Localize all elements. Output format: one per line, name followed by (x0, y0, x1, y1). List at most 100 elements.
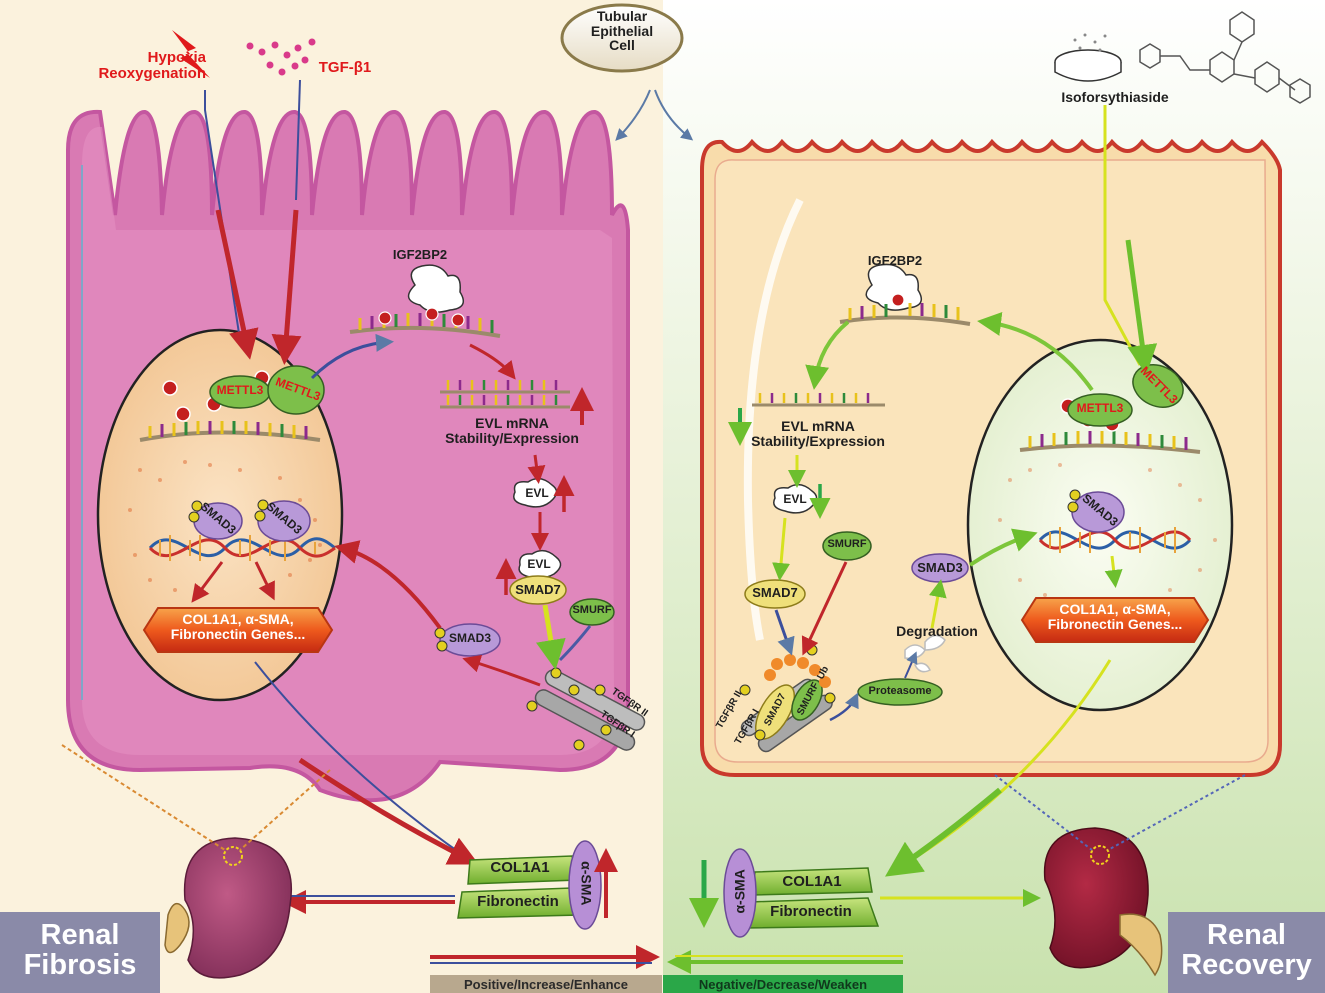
left-genes-to-products-line (254, 661, 471, 861)
right-arrow-to-genes (1104, 555, 1123, 588)
right-arrow-smurf-complex (801, 561, 848, 656)
left-zoom-line-2 (239, 769, 331, 851)
right-product-fibronectin-label: Fibronectin (770, 903, 852, 920)
right-evl-mrna-label: EVL mRNA Stability/Expression (751, 418, 885, 449)
right-writer-1-label: METTL3 (1076, 401, 1124, 415)
left-product-col1a1-label: COL1A1 (490, 859, 550, 876)
left-arrow-to-evl-mrna (469, 343, 516, 380)
right-product-asma-label: α-SMA (731, 869, 748, 914)
right-kidney-ureter (1119, 913, 1163, 977)
left-genes-box (142, 607, 334, 653)
right-product-asma-shape (723, 848, 757, 938)
right-kidney-zoom-circle (1090, 845, 1110, 865)
left-smad7-label: SMAD7 (515, 582, 561, 597)
right-evl-mrna-strands (752, 393, 885, 407)
right-smad7-label: SMAD7 (752, 585, 798, 600)
left-evl-label: EVL (525, 486, 549, 500)
right-arrow-to-smad7 (772, 517, 791, 581)
right-proteasome-shape (857, 678, 943, 706)
right-zoom-line-1 (994, 774, 1093, 851)
left-product-fibronectin-label: Fibronectin (477, 893, 559, 910)
right-smurf-label: SMURF (827, 538, 867, 550)
right-mettl3-1-shape (1067, 393, 1133, 427)
left-evl-mrna-strands (440, 380, 570, 409)
left-arrow-to-nucleus (334, 540, 442, 630)
right-smurf-shape (822, 531, 872, 561)
left-dna-helix (148, 535, 336, 561)
left-m6a-marks (162, 370, 270, 422)
left-genes-to-products-arrow (298, 757, 479, 865)
right-arrow-to-nucleus (968, 528, 1038, 567)
right-drug-arrow (1125, 239, 1158, 375)
left-product-asma-shape (568, 840, 602, 930)
header-cell-type: Tubular Epithelial Cell (590, 8, 654, 54)
right-degradation-label: Degradation (896, 623, 978, 639)
right-cytoplasmic-rna (839, 303, 971, 326)
right-arrow-to-proteasome (829, 692, 859, 722)
right-igf2bp2-m6a (891, 293, 905, 307)
left-arrow-to-genes-1 (191, 561, 224, 603)
left-stimulus-1-arrow (215, 209, 259, 360)
left-outcome-box (0, 912, 160, 993)
header-arrow-left (615, 89, 651, 141)
left-stimulus-2-line (295, 79, 301, 201)
right-arrow-smad7-complex (774, 609, 795, 656)
tgf-dots-icon (246, 38, 316, 76)
left-smad3-free-label: SMAD3 (448, 631, 491, 645)
left-cytoplasmic-rna (349, 307, 501, 338)
right-outcome-box (1168, 912, 1325, 993)
right-genes-box (1020, 597, 1210, 643)
left-kidney-zoom-circle (223, 846, 243, 866)
left-stimulus-2-arrow (271, 209, 302, 365)
left-receptor-shapes (526, 667, 646, 751)
left-stimulus-2-label: TGF-β1 (318, 59, 372, 76)
right-smad3-free-label: SMAD3 (917, 560, 963, 575)
legend-positive-label: Positive/Increase/Enhance (463, 977, 629, 992)
left-nuclear-rna (139, 421, 321, 442)
left-mettl3-2-shape (267, 365, 325, 415)
right-product-col1a1-label: COL1A1 (782, 873, 842, 890)
legend-negative-label: Negative/Decrease/Weaken (698, 977, 868, 992)
header-oval (560, 3, 684, 73)
right-igf2bp2-shape (865, 263, 923, 311)
right-arrow-to-evl-mrna (805, 320, 850, 390)
pill-icon (1054, 33, 1122, 82)
left-smurf-arrow (558, 625, 592, 662)
right-mettl3-2-shape (1132, 364, 1184, 408)
right-reader-label: IGF2BP2 (867, 253, 923, 268)
left-genes-label: COL1A1, α-SMA, Fibronectin Genes... (170, 611, 306, 642)
left-smad7-shape (509, 575, 567, 605)
right-nucleus-chromatin (998, 463, 1217, 597)
right-smad3-phospho (1067, 489, 1081, 513)
right-proteasome-label: Proteasome (868, 685, 932, 697)
left-kidney-ureter (164, 902, 190, 954)
right-evl-label: EVL (783, 492, 807, 506)
header-arrow-right (654, 89, 694, 141)
lightning-icon (172, 30, 210, 78)
left-smurf-shape (569, 598, 615, 626)
right-drug-label: Isoforsythiaside (1061, 89, 1169, 105)
left-phospho-dots (188, 499, 269, 523)
left-stimulus-1-label: Hypoxia Reoxygenation (98, 49, 206, 82)
legend-positive-box (430, 975, 662, 993)
right-arrow-to-smad3 (928, 579, 947, 629)
left-nucleus-chromatin (128, 460, 322, 592)
right-genes-label: COL1A1, α-SMA, Fibronectin Genes... (1047, 601, 1183, 632)
left-igf2bp2-shape (407, 264, 465, 313)
right-genes-to-products-arrow (885, 787, 1002, 877)
molecule-structure-icon (1139, 11, 1311, 104)
right-arrow-to-igf2bp2 (977, 312, 1094, 392)
left-inhibit-arrow-smad7 (536, 604, 566, 670)
right-outcome-label: Renal Recovery (1181, 919, 1312, 982)
right-receptor-complex (739, 644, 836, 753)
left-writer-1-label: METTL3 (216, 383, 264, 397)
left-evl-bound-label: EVL (527, 557, 551, 571)
left-arrow-to-genes-2 (254, 561, 275, 601)
left-product-asma-label: α-SMA (578, 861, 595, 906)
left-evl-mrna-label: EVL mRNA Stability/Expression (445, 415, 579, 446)
left-smurf-label: SMURF (572, 604, 612, 616)
left-kidney-shape (183, 837, 292, 979)
left-arrow-to-evl (527, 454, 546, 484)
